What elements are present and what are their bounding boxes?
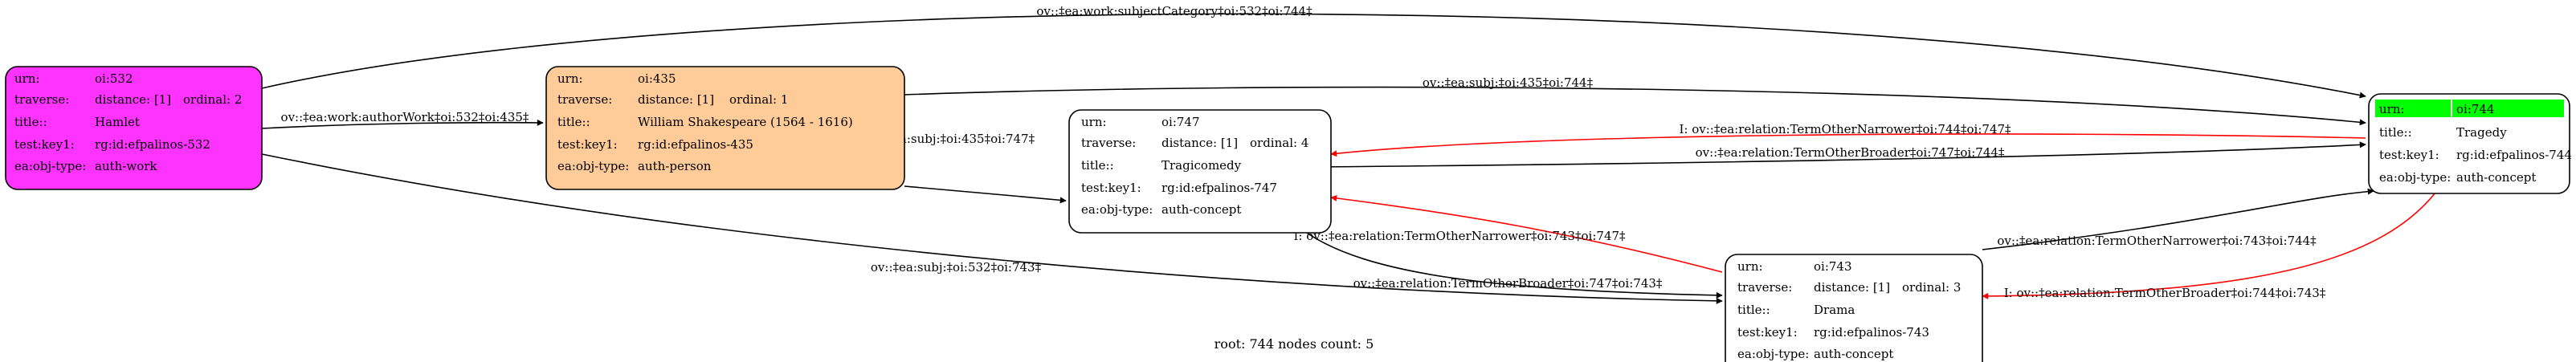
node-title-label: title::: [1737, 303, 1770, 317]
node-type-value: auth-person: [638, 159, 712, 173]
node-title-label: title::: [14, 115, 47, 129]
node-urn-value: oi:532: [95, 71, 133, 86]
node-oi-743[interactable]: urn: oi:743 traverse: distance: [1] ordi…: [1725, 254, 1983, 362]
node-box-oi-532: [5, 66, 263, 190]
node-type-label: ea:obj-type:: [557, 159, 629, 173]
node-title-label: title::: [557, 115, 590, 129]
edge-743-747: I: ov::‡ea:relation:TermOtherNarrower‡oi…: [1293, 194, 1723, 273]
edge-label-743-744: ov::‡ea:relation:TermOtherNarrower‡oi:74…: [1997, 234, 2317, 248]
node-key-label: test:key1:: [1737, 325, 1798, 340]
node-key-value: rg:id:efpalinos-743: [1814, 325, 1929, 340]
node-urn-label: urn:: [557, 71, 583, 86]
node-type-value: auth-concept: [1814, 347, 1893, 361]
node-type-value: auth-concept: [1161, 202, 1241, 217]
node-type-value: auth-work: [95, 159, 157, 173]
edge-747-744: ov::‡ea:relation:TermOtherBroader‡oi:747…: [1314, 141, 2366, 168]
node-ordinal: ordinal: 4: [1250, 136, 1308, 150]
edge-747-743: ov::‡ea:relation:TermOtherBroader‡oi:747…: [1306, 232, 1723, 299]
edge-label-435-744: ov::‡ea:subj:‡oi:435‡oi:744‡: [1423, 75, 1594, 90]
edge-label-532-744: ov::‡ea:work:subjectCategory‡oi:532‡oi:7…: [1036, 4, 1312, 18]
edge-532-743: ov::‡ea:subj:‡oi:532‡oi:743‡: [261, 153, 1723, 304]
node-box-oi-744: [2368, 93, 2570, 194]
node-ordinal: ordinal: 1: [729, 92, 788, 107]
node-traverse-label: traverse:: [1737, 280, 1792, 295]
node-type-value: auth-concept: [2456, 170, 2536, 185]
node-urn-label: urn:: [14, 71, 40, 86]
node-distance: distance: [1]: [95, 92, 171, 107]
edge-label-532-435: ov::‡ea:work:authorWork‡oi:532‡oi:435‡: [281, 110, 529, 124]
node-urn-label: urn:: [1081, 115, 1107, 129]
node-key-value: rg:id:efpalinos-747: [1161, 181, 1277, 195]
edge-744-747: I: ov::‡ea:relation:TermOtherNarrower‡oi…: [1330, 122, 2366, 157]
edge-435-744: ov::‡ea:subj:‡oi:435‡oi:744‡: [904, 75, 2366, 126]
edge-label-747-743: ov::‡ea:relation:TermOtherBroader‡oi:747…: [1353, 276, 1663, 291]
node-distance: distance: [1]: [1814, 280, 1890, 295]
edge-744-743: I: ov::‡ea:relation:TermOtherBroader‡oi:…: [1982, 192, 2436, 300]
node-oi-532[interactable]: urn: oi:532 traverse: distance: [1] ordi…: [5, 66, 263, 190]
edge-label-747-744: ov::‡ea:relation:TermOtherBroader‡oi:747…: [1696, 145, 2005, 160]
edge-label-744-747: I: ov::‡ea:relation:TermOtherNarrower‡oi…: [1679, 122, 2011, 136]
node-oi-744[interactable]: urn: oi:744 title:: Tragedy test:key1: r…: [2368, 93, 2572, 194]
node-title-value: Drama: [1814, 303, 1855, 317]
node-box-oi-747: [1068, 109, 1332, 234]
node-type-label: ea:obj-type:: [14, 159, 86, 173]
node-type-label: ea:obj-type:: [1737, 347, 1809, 361]
node-ordinal: ordinal: 3: [1902, 280, 1961, 295]
node-oi-747[interactable]: urn: oi:747 traverse: distance: [1] ordi…: [1068, 109, 1332, 234]
node-key-value: rg:id:efpalinos-744: [2456, 148, 2572, 162]
node-type-label: ea:obj-type:: [2379, 170, 2451, 185]
edge-532-435: ov::‡ea:work:authorWork‡oi:532‡oi:435‡: [261, 110, 544, 129]
edge-label-744-743: I: ov::‡ea:relation:TermOtherBroader‡oi:…: [2004, 286, 2326, 300]
node-title-value: William Shakespeare (1564 - 1616): [638, 115, 853, 129]
node-key-label: test:key1:: [557, 137, 618, 152]
node-key-value: rg:id:efpalinos-435: [638, 137, 753, 152]
node-urn-label: urn:: [1737, 259, 1763, 274]
node-traverse-label: traverse:: [557, 92, 612, 107]
node-title-label: title::: [1081, 158, 1114, 173]
node-urn-value: oi:744: [2456, 102, 2495, 116]
node-highlight-bar: [2375, 100, 2564, 117]
node-urn-value: oi:435: [638, 71, 676, 86]
edge-532-744: ov::‡ea:work:subjectCategory‡oi:532‡oi:7…: [261, 4, 2366, 99]
edge-label-743-747: I: ov::‡ea:relation:TermOtherNarrower‡oi…: [1293, 229, 1626, 243]
graph-footer: root: 744 nodes count: 5: [1215, 336, 1374, 352]
node-urn-value: oi:743: [1814, 259, 1852, 274]
node-key-label: test:key1:: [1081, 181, 1141, 195]
node-key-label: test:key1:: [2379, 148, 2439, 162]
node-ordinal: ordinal: 2: [183, 92, 242, 107]
node-traverse-label: traverse:: [14, 92, 69, 107]
edge-743-744: ov::‡ea:relation:TermOtherNarrower‡oi:74…: [1982, 188, 2374, 250]
node-urn-value: oi:747: [1161, 115, 1200, 129]
node-box-oi-435: [545, 66, 905, 190]
edge-label-435-747: ov::‡ea:subj:‡oi:435‡oi:747‡: [864, 132, 1035, 146]
edge-label-532-743: ov::‡ea:subj:‡oi:532‡oi:743‡: [871, 260, 1042, 275]
node-box-oi-743: [1725, 254, 1983, 362]
node-oi-435[interactable]: urn: oi:435 traverse: distance: [1] ordi…: [545, 66, 905, 190]
node-distance: distance: [1]: [638, 92, 714, 107]
node-traverse-label: traverse:: [1081, 136, 1136, 150]
node-type-label: ea:obj-type:: [1081, 202, 1153, 217]
node-key-value: rg:id:efpalinos-532: [95, 137, 210, 152]
node-title-value: Tragicomedy: [1161, 158, 1242, 173]
node-title-label: title::: [2379, 125, 2412, 140]
node-urn-label: urn:: [2379, 102, 2405, 116]
node-key-label: test:key1:: [14, 137, 75, 152]
edge-435-747: ov::‡ea:subj:‡oi:435‡oi:747‡: [864, 132, 1067, 204]
node-title-value: Hamlet: [95, 115, 140, 129]
node-title-value: Tragedy: [2456, 125, 2507, 140]
node-distance: distance: [1]: [1161, 136, 1238, 150]
